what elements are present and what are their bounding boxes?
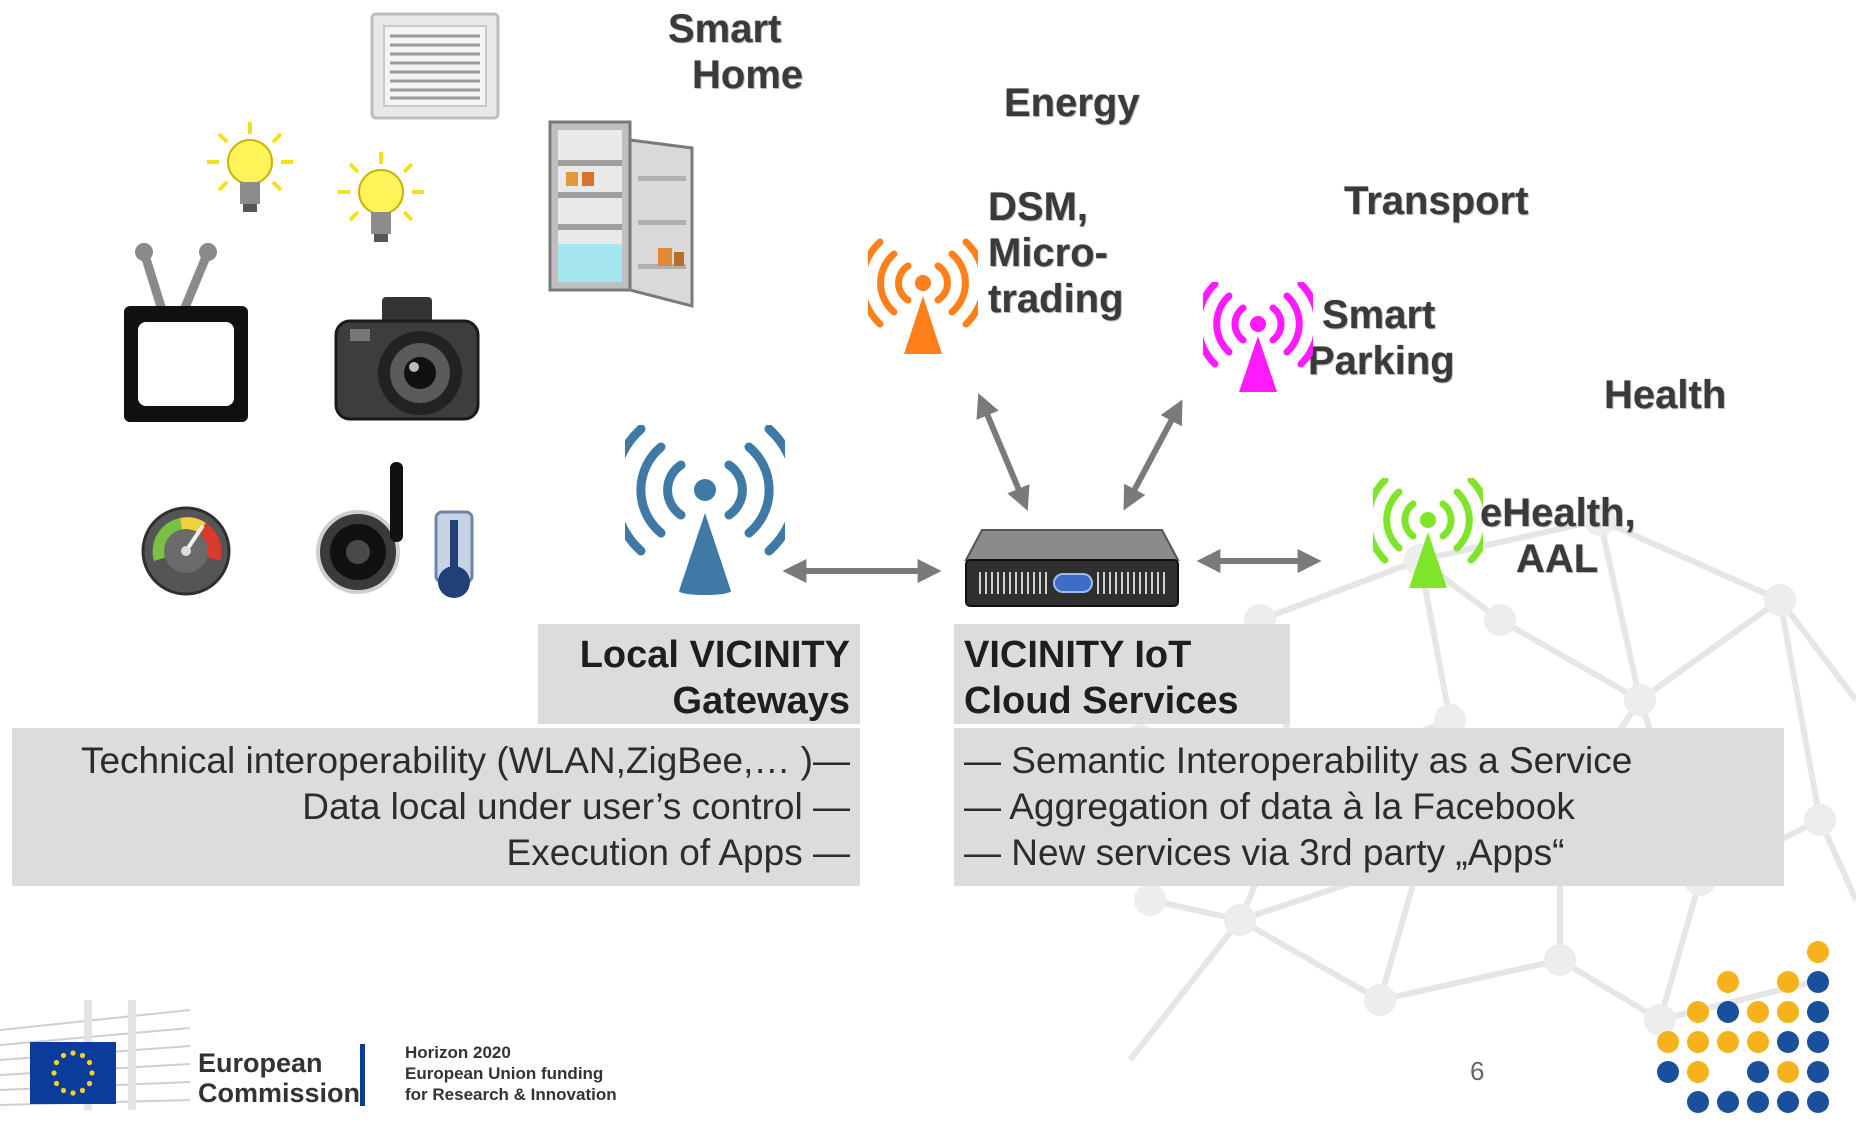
vicinity-logo-icon xyxy=(1657,941,1829,1113)
energy-antenna-icon xyxy=(868,238,978,354)
local-gateways-title: Local VICINITY Gateways xyxy=(538,632,850,724)
local-feature-line: Technical interoperability (WLAN,ZigBee,… xyxy=(80,740,850,781)
cloud-feature-line: — New services via 3rd party „Apps“ xyxy=(964,832,1565,873)
horizon-2020-line3: for Research & Innovation xyxy=(405,1085,617,1104)
horizon-2020-line1: Horizon 2020 xyxy=(405,1043,511,1062)
dsm-label-line1: DSM, xyxy=(988,185,1088,229)
ehealth-label-line2: AAL xyxy=(1516,537,1599,581)
camera-icon xyxy=(334,297,480,421)
smart-home-label-line1: Smart xyxy=(668,7,782,51)
television-icon xyxy=(124,243,248,422)
smart-parking-label: Smart Parking xyxy=(1308,292,1455,384)
cloud-energy-arrow xyxy=(976,393,1030,511)
ehealth-label: eHealth, AAL xyxy=(1480,490,1636,582)
ec-name-line2: Commission xyxy=(198,1078,361,1108)
cloud-services-title-line2: Cloud Services xyxy=(964,680,1239,722)
dsm-label-line2: Micro- xyxy=(988,231,1108,275)
local-gateways-title-line2: Gateways xyxy=(672,680,850,722)
air-vent-icon xyxy=(370,12,500,120)
health-antenna-icon xyxy=(1373,478,1483,588)
cloud-server-icon xyxy=(964,529,1180,607)
cloud-feature-line: — Semantic Interoperability as a Service xyxy=(964,740,1633,781)
local-feature-line: Execution of Apps — xyxy=(506,832,850,873)
eu-flag-icon xyxy=(30,1042,116,1104)
dsm-label-line3: trading xyxy=(988,277,1124,321)
cloud-services-title-line1: VICINITY IoT xyxy=(964,634,1192,676)
light-bulb-icon xyxy=(338,152,424,242)
energy-label: Energy xyxy=(1004,81,1140,125)
page-number: 6 xyxy=(1470,1056,1485,1086)
cloud-transport-arrow xyxy=(1123,399,1183,511)
gateway-antenna-icon xyxy=(625,425,785,595)
ehealth-label-line1: eHealth, xyxy=(1480,491,1636,535)
dsm-label: DSM, Micro- trading xyxy=(988,184,1124,322)
local-feature-line: Data local under user’s control — xyxy=(302,786,850,827)
cloud-services-title: VICINITY IoT Cloud Services xyxy=(964,632,1239,724)
local-gateways-title-line1: Local VICINITY xyxy=(579,634,850,676)
gauge-icon xyxy=(141,506,231,596)
refrigerator-icon xyxy=(548,120,694,308)
footer-divider xyxy=(360,1044,365,1106)
cloud-services-title-box xyxy=(954,624,1290,724)
cloud-feature-line: — Aggregation of data à la Facebook xyxy=(964,786,1575,827)
local-gateways-title-box xyxy=(538,624,860,724)
health-label: Health xyxy=(1604,373,1727,417)
local-gateways-panel xyxy=(12,728,860,886)
horizon-2020-line2: European Union funding xyxy=(405,1064,604,1083)
light-bulb-icon xyxy=(207,122,293,212)
smart-parking-label-line1: Smart xyxy=(1322,293,1436,337)
speaker-icon xyxy=(316,510,400,594)
transport-label: Transport xyxy=(1344,179,1529,223)
horizon-2020-text: Horizon 2020 European Union funding for … xyxy=(405,1042,617,1105)
ec-name-line1: European xyxy=(198,1048,323,1078)
transport-antenna-icon xyxy=(1203,282,1313,392)
smart-home-label-line2: Home xyxy=(692,53,804,97)
smart-parking-label-line2: Parking xyxy=(1308,339,1455,383)
smart-home-label: Smart Home xyxy=(668,6,803,98)
cloud-services-panel xyxy=(954,728,1784,886)
thermometer-icon xyxy=(390,462,474,598)
ec-name: European Commission xyxy=(198,1048,360,1108)
